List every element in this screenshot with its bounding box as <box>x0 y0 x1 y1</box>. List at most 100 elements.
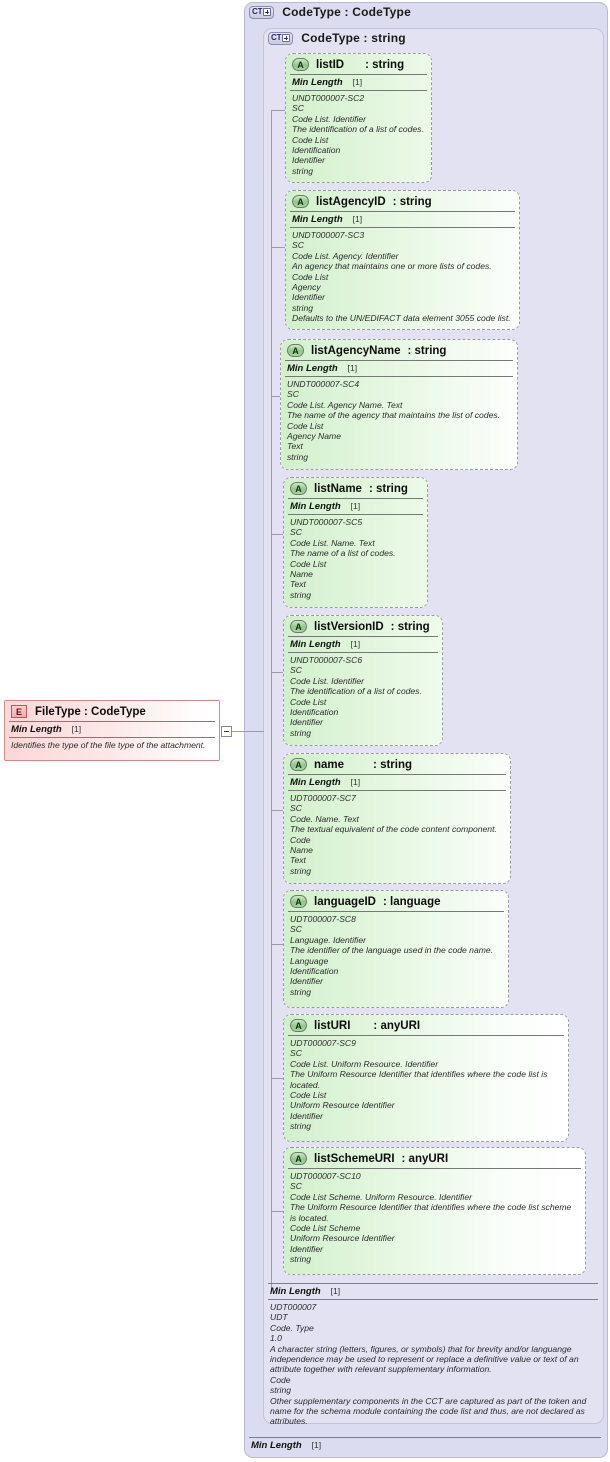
attribute-box-listschemeuri[interactable]: A listSchemeURI : anyURI UDT000007-SC10 … <box>283 1147 586 1275</box>
plus-icon[interactable] <box>263 8 272 16</box>
doc-line: string <box>290 865 312 876</box>
attribute-name: listName <box>314 482 362 495</box>
doc-line: string <box>270 1385 292 1396</box>
attribute-title-row-listname: A listName : string <box>284 478 427 498</box>
connector-filetype-to-type <box>232 731 264 732</box>
attribute-box-languageid[interactable]: A languageID : language UDT000007-SC8 SC… <box>283 890 509 1008</box>
attribute-name: listAgencyID <box>316 195 386 208</box>
attribute-name: languageID <box>314 895 376 908</box>
divider <box>288 498 423 499</box>
divider <box>288 790 506 791</box>
attribute-name: listURI <box>314 1019 351 1032</box>
facet-label: Min Length <box>270 1286 321 1297</box>
attribute-icon: A <box>290 895 307 908</box>
doc-line: Code List Scheme <box>290 1223 361 1234</box>
doc-line: Identification <box>292 145 341 156</box>
connector-stub-languageid <box>271 944 285 945</box>
facet-row-minlength: Min Length [1] <box>249 1438 601 1453</box>
divider <box>9 737 215 738</box>
attribute-icon: A <box>290 1152 307 1165</box>
collapse-expander-icon[interactable] <box>221 726 232 737</box>
attribute-documentation: UNDT000007-SC3 SC Code List. Agency. Ide… <box>286 228 519 328</box>
complextype-title-outer: CodeType : CodeType <box>282 5 411 19</box>
doc-line: Code List <box>292 271 329 282</box>
facet-label: Min Length <box>292 77 343 88</box>
doc-line: Code List. Identifier <box>292 113 367 124</box>
doc-line: Identification <box>290 966 339 977</box>
attribute-documentation: UDT000007-SC7 SC Code. Name. Text The te… <box>284 791 510 880</box>
divider <box>288 514 423 515</box>
complextype-header-inner[interactable]: CT CodeType : string <box>268 31 406 45</box>
doc-line: string <box>287 451 309 462</box>
complextype-header-outer[interactable]: CT CodeType : CodeType <box>249 5 411 19</box>
connector-stub-listid <box>271 110 285 111</box>
doc-line: string <box>292 302 314 313</box>
attribute-box-listid[interactable]: A listID : string Min Length [1] UNDT000… <box>285 53 432 183</box>
facet-value: [1] <box>352 77 363 87</box>
doc-line: Code <box>270 1374 291 1385</box>
divider <box>288 911 504 912</box>
facet-row-minlength: Min Length [1] <box>286 212 519 227</box>
doc-line: Identifier <box>290 1243 323 1254</box>
attribute-box-listuri[interactable]: A listURI : anyURI UDT000007-SC9 SC Code… <box>283 1014 569 1142</box>
doc-line: Code List <box>292 134 329 145</box>
attribute-type: : string <box>392 195 432 208</box>
doc-line: The name of the agency that maintains th… <box>287 410 501 421</box>
attribute-type: : language <box>382 895 441 908</box>
attribute-type: : string <box>390 620 430 633</box>
facet-label: Min Length <box>11 724 62 735</box>
attribute-box-listagencyname[interactable]: A listAgencyName : string Min Length [1]… <box>280 339 518 470</box>
doc-line: Code List <box>290 1090 327 1101</box>
facet-value: [1] <box>71 724 82 734</box>
doc-line: UNDT000007-SC2 <box>292 93 365 103</box>
doc-line: The identification of a list of codes. <box>292 124 424 135</box>
doc-line: The identifier of the language used in t… <box>290 945 494 956</box>
attribute-type: : string <box>368 482 408 495</box>
doc-line: Identifier <box>290 1110 323 1121</box>
doc-line: Uniform Resource Identifier <box>290 1100 395 1111</box>
complextype-expand-icon[interactable]: CT <box>249 5 275 19</box>
element-title-row: E FileType : CodeType <box>5 701 219 721</box>
doc-line: Code List. Name. Text <box>290 537 375 548</box>
attribute-name: listVersionID <box>314 620 384 633</box>
attribute-documentation: UDT000007-SC10 SC Code List Scheme. Unif… <box>284 1169 585 1269</box>
attribute-box-listversionid[interactable]: A listVersionID : string Min Length [1] … <box>283 615 443 746</box>
attribute-icon: A <box>290 620 307 633</box>
plus-icon-inner[interactable] <box>282 34 291 42</box>
doc-line: Code <box>290 834 311 845</box>
attribute-name: name <box>314 758 345 771</box>
attribute-box-listname[interactable]: A listName : string Min Length [1] UNDT0… <box>283 477 428 608</box>
attribute-name: listAgencyName <box>311 344 401 357</box>
complextype-icon-label-inner: CT <box>271 33 282 42</box>
doc-line: Name <box>290 569 313 580</box>
facet-value: [1] <box>311 1440 322 1450</box>
attribute-box-name[interactable]: A name : string Min Length [1] UDT000007… <box>283 753 511 884</box>
connector-stub-name <box>271 810 285 811</box>
doc-line: SC <box>290 1048 302 1059</box>
attribute-type: : string <box>407 344 447 357</box>
facet-row-minlength: Min Length [1] <box>284 637 442 652</box>
attribute-box-listagencyid[interactable]: A listAgencyID : string Min Length [1] U… <box>285 190 520 330</box>
complextype-expand-icon-inner[interactable]: CT <box>268 31 294 45</box>
element-documentation: Identifies the type of the file type of … <box>5 738 219 754</box>
doc-line: Name <box>290 845 313 856</box>
doc-line: Text <box>290 579 306 590</box>
facet-row-minlength: Min Length [1] <box>268 1284 598 1299</box>
facet-label: Min Length <box>290 777 341 788</box>
attribute-icon: A <box>292 58 309 71</box>
connector-stub-listschemeuri <box>271 1211 285 1212</box>
doc-line: SC <box>287 389 299 400</box>
attribute-title-row-listschemeuri: A listSchemeURI : anyURI <box>284 1148 585 1168</box>
doc-line: Agency <box>292 282 321 293</box>
doc-line: SC <box>290 665 302 676</box>
divider <box>285 360 513 361</box>
divider <box>9 721 215 722</box>
doc-line: Code. Type <box>270 1322 314 1333</box>
attribute-name: listSchemeURI <box>314 1152 395 1165</box>
attribute-title-row-listid: A listID : string <box>286 54 431 74</box>
attribute-icon: A <box>290 482 307 495</box>
doc-line: Code List. Uniform Resource. Identifier <box>290 1058 439 1069</box>
element-box-filetype[interactable]: E FileType : CodeType Min Length [1] Ide… <box>4 700 220 761</box>
doc-line: SC <box>292 240 304 251</box>
doc-line: Other supplementary components in the CC… <box>270 1395 587 1427</box>
